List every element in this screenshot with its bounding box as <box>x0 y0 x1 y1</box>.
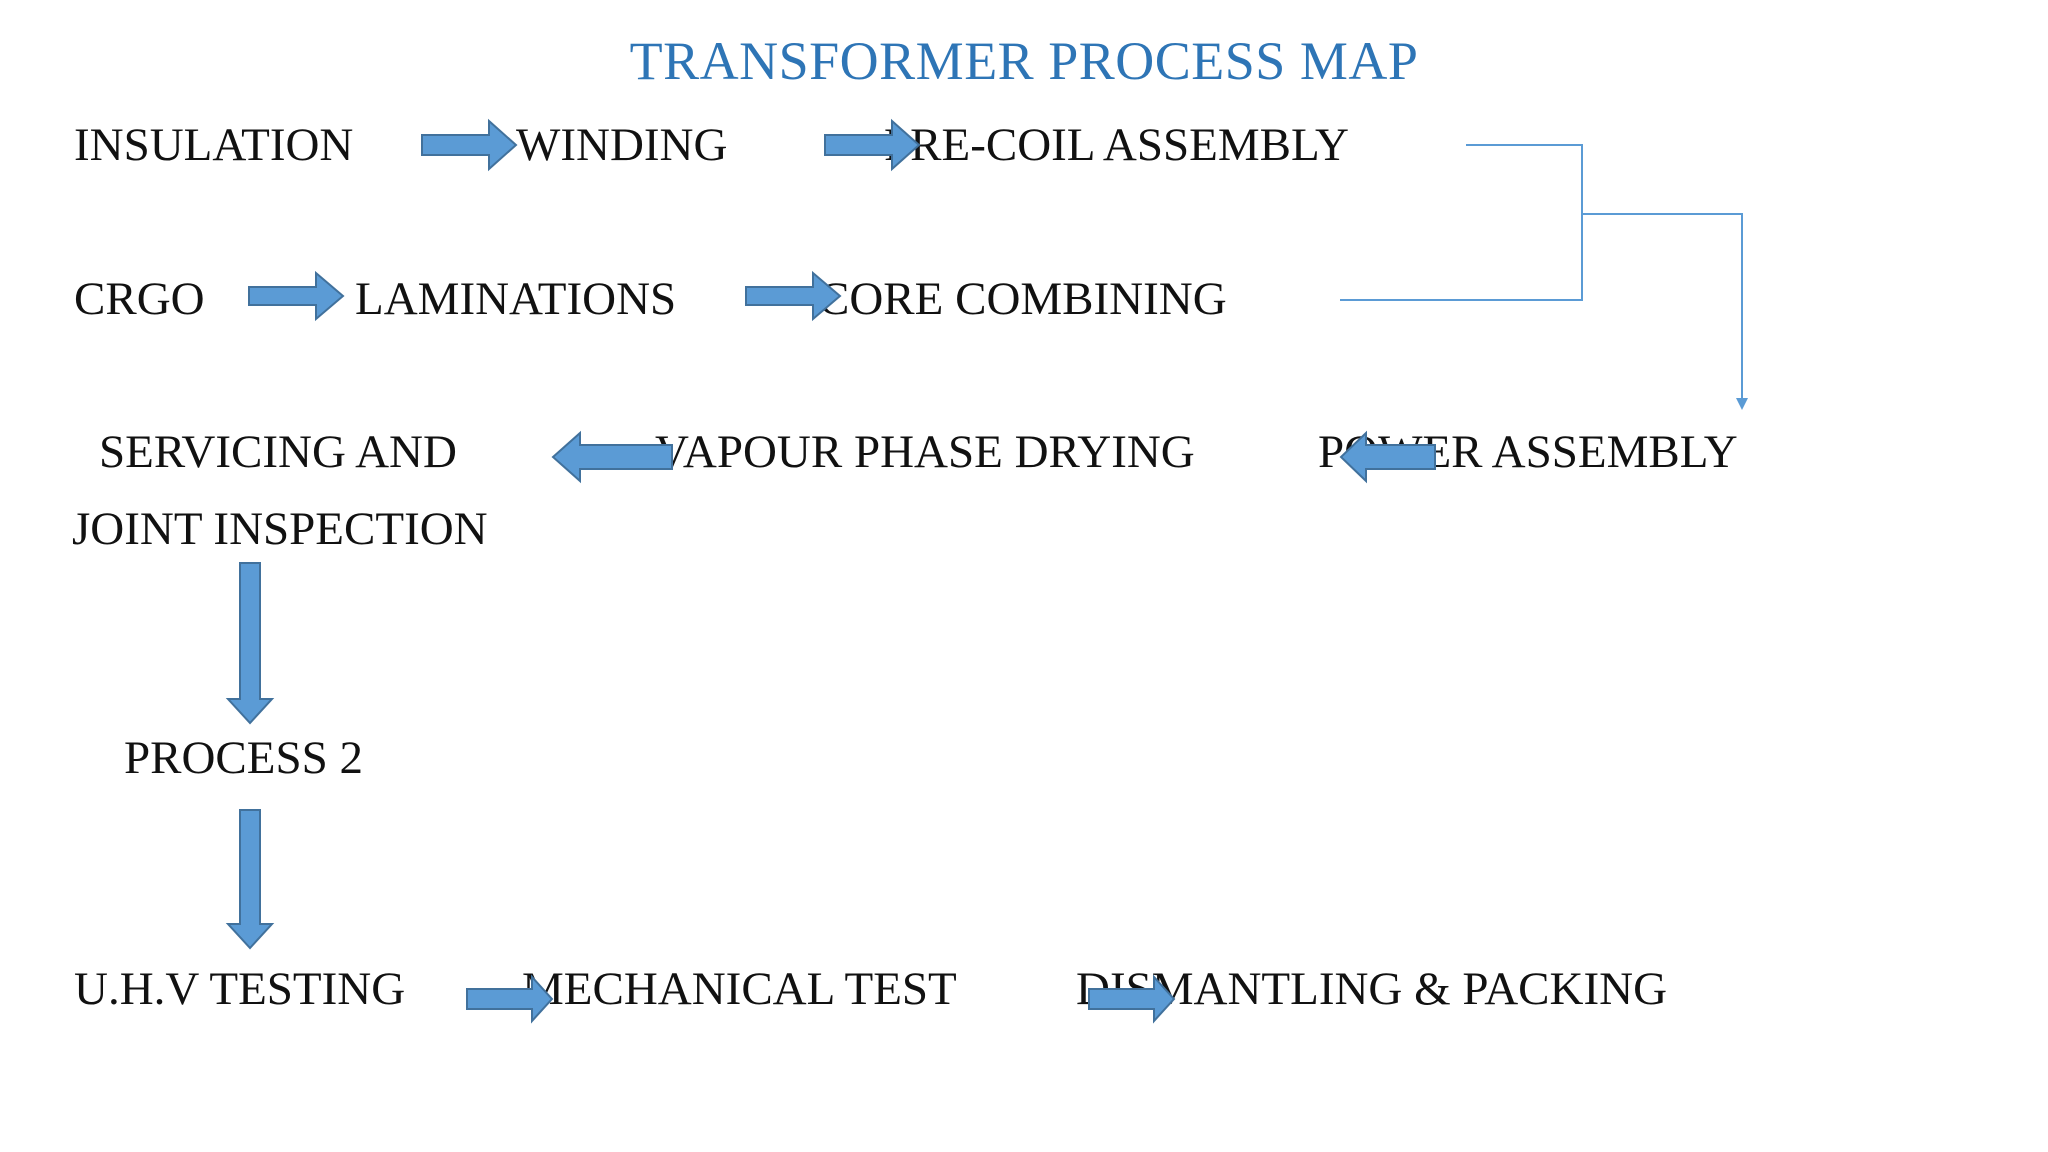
merge-connector <box>1340 144 1743 400</box>
node-uhv-testing: U.H.V TESTING <box>74 963 406 1015</box>
connector-to-power-assembly <box>1582 213 1743 400</box>
node-servicing-and: SERVICING AND <box>99 426 457 478</box>
arrow-crgo-to-laminations <box>248 270 345 322</box>
arrow-laminations-to-core <box>745 270 842 322</box>
node-process-2: PROCESS 2 <box>124 732 364 784</box>
arrow-power-to-vapour <box>1339 430 1436 484</box>
arrow-winding-to-pre-coil <box>824 118 921 172</box>
arrow-uhv-to-mechanical <box>466 974 554 1024</box>
arrow-mechanical-to-dismantling <box>1088 974 1176 1024</box>
node-laminations: LAMINATIONS <box>355 273 677 325</box>
node-joint-inspection: JOINT INSPECTION <box>72 503 488 555</box>
node-dismantling-packing: DISMANTLING & PACKING <box>1076 963 1668 1015</box>
arrow-vapour-to-servicing <box>551 430 673 484</box>
node-insulation: INSULATION <box>74 119 354 171</box>
connector-arrowhead <box>1736 398 1748 410</box>
node-pre-coil-assembly: PRE-COIL ASSEMBLY <box>884 119 1349 171</box>
node-vapour-phase-drying: VAPOUR PHASE DRYING <box>655 426 1195 478</box>
node-core-combining: CORE COMBINING <box>818 273 1227 325</box>
node-winding: WINDING <box>516 119 728 171</box>
connector-core-combining <box>1340 214 1583 301</box>
node-crgo: CRGO <box>74 273 205 325</box>
node-mechanical-test: MECHANICAL TEST <box>522 963 957 1015</box>
connector-pre-coil <box>1466 144 1583 214</box>
arrow-insulation-to-winding <box>421 118 518 172</box>
slide-title: TRANSFORMER PROCESS MAP <box>629 31 1419 91</box>
arrow-process-2-to-uhv <box>225 809 275 950</box>
arrow-joint-to-process-2 <box>225 562 275 725</box>
